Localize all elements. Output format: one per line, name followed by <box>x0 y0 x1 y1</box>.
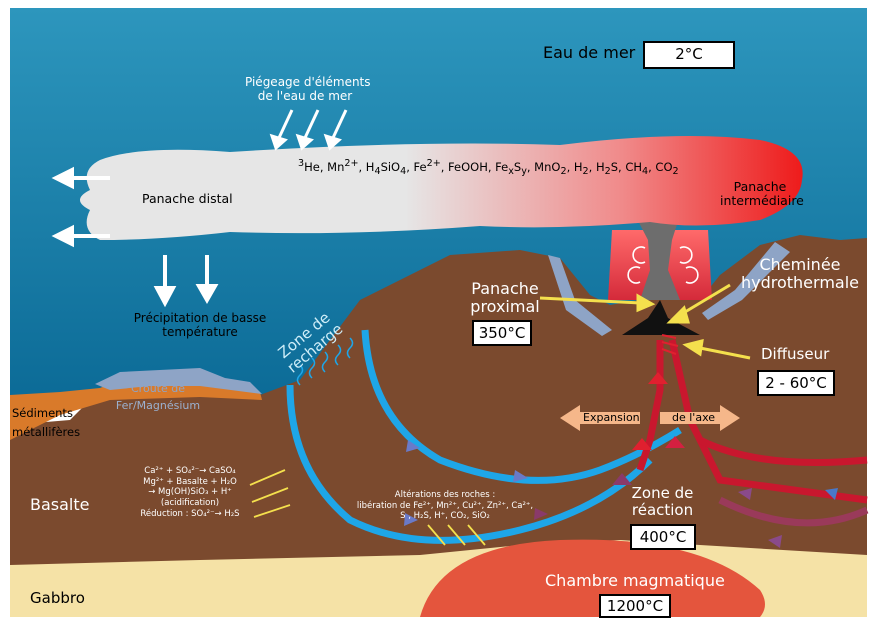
alterations-text: Altérations des roches : libération de F… <box>330 490 560 522</box>
flow-arrowhead <box>665 436 685 448</box>
proximal-line2: proximal <box>470 297 540 317</box>
sediments-label: Sédiments métallifères <box>12 406 81 440</box>
seawater-label: Eau de mer <box>543 43 636 62</box>
precipitation-label: Précipitation de basse température <box>115 311 285 340</box>
trapping-label-line1: Piégeage d'éléments <box>245 75 371 89</box>
proximal-line1: Panache <box>471 279 539 298</box>
reaction-line1: Zone de <box>631 484 694 502</box>
chimney-label: Cheminée hydrothermale <box>735 255 865 293</box>
trapping-label-line2: de l'eau de mer <box>257 88 353 103</box>
flow-arrowhead <box>632 438 652 450</box>
seawater-temp-box: 2°C <box>643 41 735 69</box>
intermediate-line1: Panache <box>733 179 787 194</box>
reaction-temp-box: 400°C <box>630 524 696 550</box>
chimney-line1: Cheminée <box>759 255 841 274</box>
plume-cloud <box>80 136 803 240</box>
flow-arrowhead <box>513 470 528 482</box>
precipitation-arrows <box>153 255 219 308</box>
diffuser-temp-box: 2 - 60°C <box>757 370 835 396</box>
expansion-arrow-right <box>660 405 740 431</box>
sediments-line2: métallifères <box>12 425 81 440</box>
flow-arrowhead <box>768 535 782 548</box>
alteration-line: S , H₂S, H⁺, CO₂, SiO₂ <box>400 511 490 522</box>
precip-line1: Précipitation de basse <box>133 311 267 325</box>
flow-arrowhead <box>534 508 548 520</box>
expansion-arrow-left <box>560 405 640 431</box>
magma-chamber <box>420 539 765 617</box>
crust-ridge-right <box>702 242 790 320</box>
reaction-line: → Mg(OH)SiO₃ + H⁺ <box>148 487 232 498</box>
expansion-left-label: Expansion <box>583 411 640 424</box>
hot-flow-right3 <box>718 496 869 527</box>
trapping-arrows <box>269 109 348 151</box>
precip-line2: température <box>162 324 238 339</box>
proximal-temp-box: 350°C <box>472 320 532 346</box>
alteration-line: libération de Fe²⁺, Mn²⁺, Cu²⁺, Zn²⁺, Ca… <box>356 500 534 511</box>
recharge-flow-outer <box>286 384 653 544</box>
flow-arrowhead <box>404 513 418 526</box>
crust-ridge-left <box>548 255 612 336</box>
basalt-label: Basalte <box>30 495 90 514</box>
pointer-arrows <box>539 283 751 360</box>
recharge-flow-inner <box>361 329 682 484</box>
chimney-cone <box>622 300 700 335</box>
hot-flow-up <box>636 340 664 472</box>
intermediate-plume-label: Panache intermédiaire <box>720 179 804 209</box>
crust-layer <box>95 368 262 394</box>
magma-chamber-label: Chambre magmatique <box>545 571 725 590</box>
reaction-line: Réduction : SO₄²⁻→ H₂S <box>140 508 240 519</box>
reaction-line: (acidification) <box>160 497 220 508</box>
reaction-line: Mg²⁺ + Basalte + H₂O <box>143 476 237 487</box>
trapping-label: Piégeage d'éléments de l'eau de mer <box>245 75 371 104</box>
reaction-zone-label: Zone de réaction <box>620 484 705 520</box>
intermediate-line2: intermédiaire <box>720 193 804 209</box>
diffuser-label: Diffuseur <box>761 345 830 363</box>
hot-flow-right2 <box>698 436 868 466</box>
recharge-wavy-lines <box>296 337 354 386</box>
outflow-arrows <box>51 166 110 248</box>
distal-plume-label: Panache distal <box>142 191 233 206</box>
gabbro-label: Gabbro <box>30 589 85 607</box>
sediment-layer <box>10 380 262 440</box>
flow-arrowhead <box>648 372 668 384</box>
diffuser-arrows <box>661 334 679 355</box>
flow-arrowhead <box>738 488 752 500</box>
flow-arrowhead <box>612 473 632 485</box>
reaction-line2: réaction <box>631 501 694 520</box>
crust-line2: Fer/Magnésium <box>115 398 201 412</box>
hot-flow-right <box>668 339 868 504</box>
magma-temp-box: 1200°C <box>599 594 671 618</box>
crust-label: Croûte de Fer/Magnésium <box>108 382 208 412</box>
flow-arrowhead <box>825 488 838 500</box>
reactions-left: Ca²⁺ + SO₄²⁻→ CaSO₄ Mg²⁺ + Basalte + H₂O… <box>120 466 260 519</box>
alteration-line: Altérations des roches : <box>394 490 496 500</box>
chimney-line2: hydrothermale <box>740 273 859 293</box>
plume-species: 3He, Mn2+, H4SiO4, Fe2+, FeOOH, FexSy, M… <box>298 158 679 178</box>
reaction-line: Ca²⁺ + SO₄²⁻→ CaSO₄ <box>144 466 236 476</box>
expansion-right-label: de l'axe <box>672 411 716 424</box>
reaction-yellow-arrows <box>249 469 486 546</box>
convection-swirls <box>627 246 699 284</box>
proximal-plume-label: Panache proximal <box>455 279 555 317</box>
crust-line1: Croûte de <box>131 382 185 395</box>
sediments-line1: Sédiments <box>12 406 73 420</box>
flow-arrowhead <box>406 440 420 452</box>
